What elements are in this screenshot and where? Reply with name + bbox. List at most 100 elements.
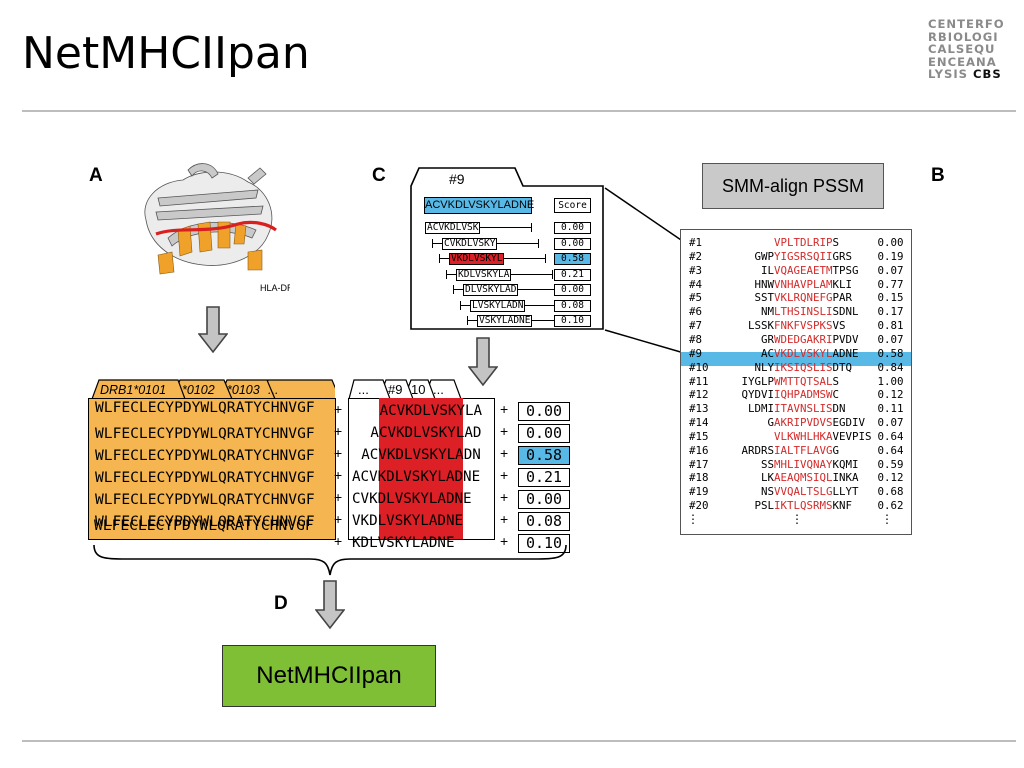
zoom-window-tick: [446, 269, 447, 279]
pssm-ellipsis: ⋮: [791, 512, 803, 526]
peptide-row: ACVKDLVSKYLADNE: [352, 469, 481, 485]
binding-core-column: [379, 398, 463, 539]
plus-sign: +: [500, 489, 509, 505]
pseudo-sequence: WLFECLECYPDYWLQRATYCHNVGF: [95, 425, 315, 442]
window-tabs: ... #9 10 ...: [348, 379, 462, 399]
zoom-score: 0.58: [554, 253, 591, 265]
zoom-peptide: ACVKDLVSKYLADNE: [424, 197, 534, 214]
plus-sign: +: [500, 511, 509, 527]
logo-line: CENTERFO: [928, 17, 1005, 31]
plus-sign: +: [500, 401, 509, 417]
allele-tab-label: *0102: [182, 383, 215, 397]
score-box: 0.21: [518, 468, 570, 487]
plus-sign: +: [334, 423, 343, 439]
zoom-score: 0.00: [554, 284, 591, 296]
zoom-window-tick: [453, 285, 454, 294]
top-divider: [22, 110, 1016, 112]
plus-sign: +: [334, 489, 343, 505]
score-box: 0.00: [518, 490, 570, 509]
score-box: 0.00: [518, 424, 570, 443]
zoom-window-tick: [545, 254, 546, 263]
plus-sign: +: [334, 445, 343, 461]
logo-line: CALSEQU: [928, 42, 996, 57]
plus-sign: +: [500, 533, 509, 549]
window-tab-label: #9: [388, 382, 402, 397]
pseudo-sequence: WLFECLECYPDYWLQRATYCHNVGF: [94, 517, 314, 534]
pseudo-sequence-block: WLFECLECYPDYWLQRATYCHNVGF WLFECLECYPDYWL…: [88, 398, 336, 540]
zoom-window-tick: [432, 238, 433, 248]
zoom-window-tick: [467, 316, 468, 325]
pssm-ellipsis: ⋮: [881, 512, 893, 526]
peptide-row: CVKDLVSKYLADNE: [352, 491, 472, 507]
score-box: 0.00: [518, 402, 570, 421]
logo-line: RBIOLOGI: [928, 29, 999, 44]
zoom-connector: [604, 187, 685, 354]
plus-sign: +: [500, 467, 509, 483]
plus-sign: +: [500, 445, 509, 461]
down-arrow-icon: [315, 580, 345, 630]
zoom-core: VSKYLADNE: [477, 315, 533, 327]
pseudo-sequence: WLFECLECYPDYWLQRATYCHNVGF: [95, 469, 315, 486]
peptide-row: ACVKDLVSKYLA: [379, 403, 483, 419]
logo-line: ENCEANA: [928, 54, 997, 69]
pseudo-sequence: WLFECLECYPDYWLQRATYCHNVGF: [95, 447, 315, 464]
pseudo-sequence: WLFECLECYPDYWLQRATYCHNVGF: [95, 399, 315, 416]
bottom-divider: [22, 740, 1016, 742]
zoom-score: 0.21: [554, 268, 591, 281]
smm-align-label: SMM-align PSSM: [702, 163, 884, 209]
score-box: 0.58: [518, 446, 570, 465]
peptide-row: ACVKDLVSKYLADN: [361, 447, 481, 463]
zoom-core: KDLVSKYLA: [456, 268, 512, 281]
pssm-ellipsis: ⋮: [687, 512, 699, 526]
logo-line: LYSIS CBS: [928, 67, 1002, 82]
zoom-core: ACVKDLVSK: [425, 222, 481, 234]
zoom-score: 0.00: [554, 222, 591, 234]
down-arrow-icon: [198, 306, 228, 354]
netmhciipan-output-box: NetMHCIIpan: [222, 645, 436, 707]
score-header: Score: [554, 198, 591, 213]
zoom-core: DLVSKYLAD: [463, 284, 519, 296]
structure-label: HLA-DR: [260, 283, 290, 293]
peptide-row: KDLVSKYLADNE: [352, 535, 455, 551]
pseudo-sequence: WLFECLECYPDYWLQRATYCHNVGF: [95, 513, 315, 530]
window-tab-label: ...: [358, 382, 369, 397]
panel-label-b: B: [931, 165, 945, 186]
allele-tab-label: *0103: [227, 383, 260, 397]
window-tab-label: 10: [411, 382, 425, 397]
zoom-window-tick: [538, 238, 539, 248]
window-tab-label: ...: [433, 382, 444, 397]
pseudo-sequence: WLFECLECYPDYWLQRATYCHNVGF: [95, 491, 315, 508]
zoom-core: LVSKYLADN: [470, 299, 526, 312]
zoom-window-tick: [460, 300, 461, 310]
zoom-score: 0.00: [554, 237, 591, 250]
cbs-logo: CENTERFO RBIOLOGI CALSEQU ENCEANA LYSIS …: [928, 18, 1018, 81]
zoom-score: 0.08: [554, 299, 591, 312]
zoom-core: CVKDLVSKY: [442, 237, 498, 250]
pssm-highlight-row: [681, 352, 911, 366]
down-arrow-icon: [468, 337, 498, 387]
protein-structure-image: HLA-DR: [144, 163, 290, 293]
zoom-score: 0.10: [554, 315, 591, 327]
slide-title: NetMHCIIpan: [22, 28, 310, 79]
zoom-window-tick: [552, 269, 553, 279]
plus-sign: +: [500, 423, 509, 439]
zoom-tab-label: #9: [449, 171, 465, 187]
panel-label-a: A: [89, 165, 103, 186]
score-box: 0.10: [518, 534, 570, 553]
